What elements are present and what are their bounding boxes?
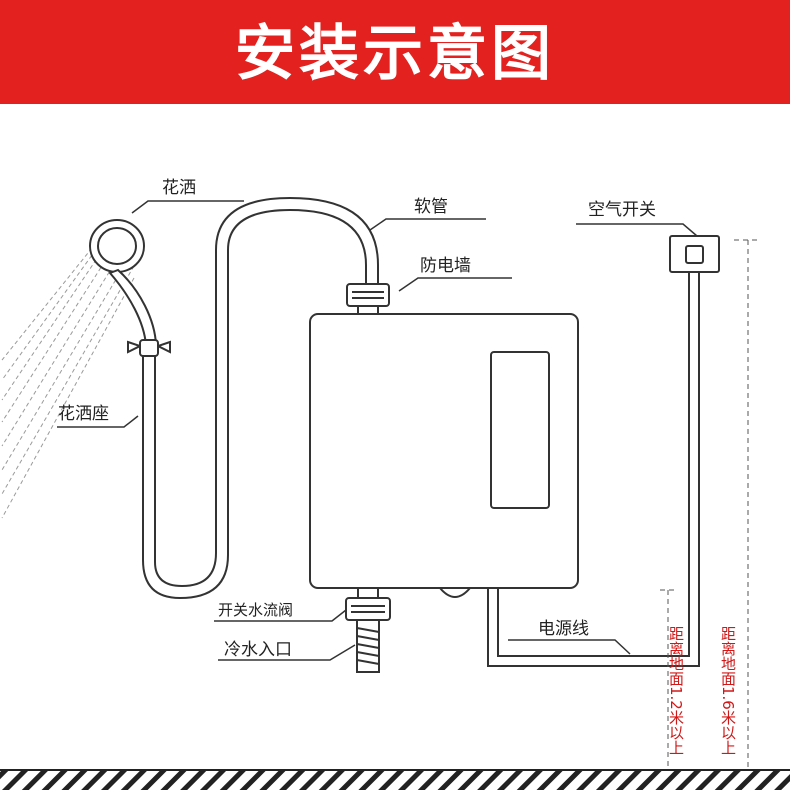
- label-height-16: 距离地面1.6米以上: [719, 626, 737, 755]
- label-anti-shock-wall: 防电墙: [420, 256, 471, 276]
- label-hose: 软管: [414, 197, 448, 217]
- switch-valve-part: [345, 587, 391, 673]
- title-banner: 安装示意图: [0, 0, 790, 104]
- label-height-12: 距离地面1.2米以上: [667, 626, 685, 755]
- leader-lines: [57, 200, 698, 661]
- shower-holder: [127, 339, 171, 357]
- height-guides: [660, 239, 760, 770]
- showerhead: [89, 219, 158, 346]
- label-power-cord: 电源线: [538, 619, 589, 639]
- label-air-switch: 空气开关: [588, 200, 656, 220]
- heater-body: [309, 313, 579, 598]
- label-showerhead: 花洒: [162, 178, 196, 198]
- shower-hose: [142, 196, 379, 600]
- page-title: 安装示意图: [235, 19, 555, 89]
- power-cord: [487, 272, 700, 667]
- top-connector: [346, 283, 390, 319]
- water-spray: [1, 241, 135, 519]
- air-switch: [669, 235, 720, 273]
- floor: [0, 769, 790, 790]
- label-shower-holder: 花洒座: [58, 404, 109, 424]
- label-switch-valve: 开关水流阀: [218, 601, 293, 619]
- label-cold-water-inlet: 冷水入口: [224, 640, 292, 660]
